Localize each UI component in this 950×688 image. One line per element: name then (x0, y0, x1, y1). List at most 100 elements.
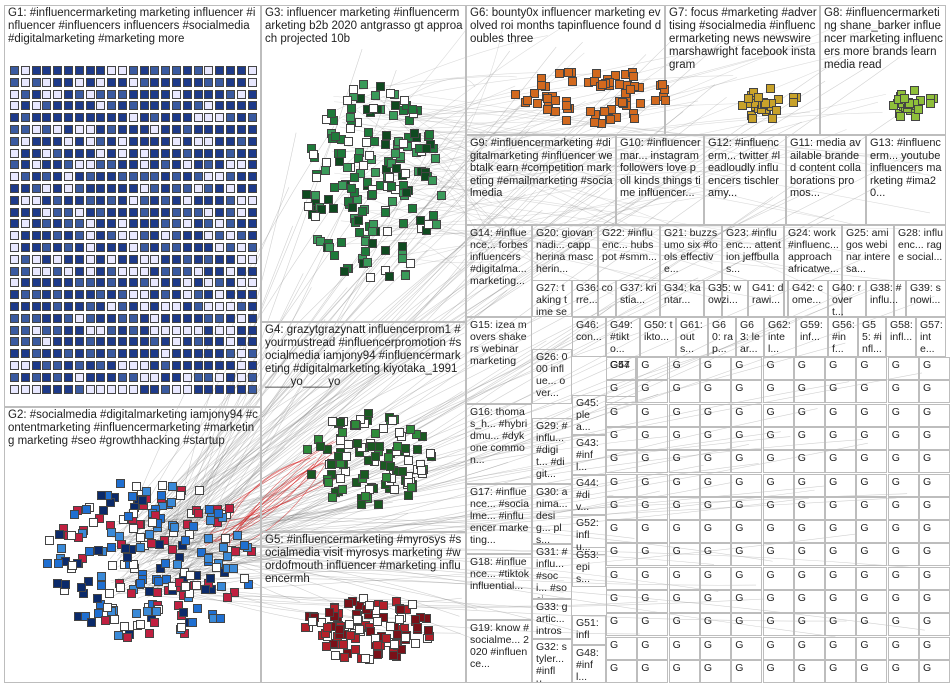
minor-group-cell[interactable]: G (606, 636, 637, 660)
g1-node[interactable] (85, 219, 95, 229)
g1-node[interactable] (172, 325, 181, 335)
minor-group-cell[interactable]: G (762, 613, 794, 637)
g3-node[interactable] (389, 110, 399, 120)
g2-node[interactable] (205, 505, 215, 515)
g1-node[interactable] (139, 113, 149, 123)
g1-node[interactable] (226, 195, 235, 205)
g1-node[interactable] (31, 313, 41, 323)
g1-node[interactable] (182, 313, 192, 323)
g2-node[interactable] (134, 519, 144, 529)
g1-node[interactable] (128, 89, 138, 99)
g1-node[interactable] (107, 195, 117, 205)
g1-node[interactable] (107, 219, 117, 229)
g1-node[interactable] (139, 136, 149, 146)
g1-node[interactable] (118, 66, 127, 75)
g5-node[interactable] (410, 639, 420, 649)
g4-node[interactable] (375, 441, 385, 451)
g1-node[interactable] (64, 384, 73, 394)
g1-node[interactable] (172, 361, 181, 370)
g1-node[interactable] (236, 254, 246, 264)
g1-node[interactable] (247, 337, 257, 347)
g5-node[interactable] (344, 619, 354, 629)
g1-node[interactable] (204, 372, 214, 382)
g4-node[interactable] (403, 456, 413, 466)
g5-node[interactable] (407, 600, 417, 610)
g1-node[interactable] (64, 89, 73, 99)
g1-node[interactable] (53, 290, 63, 300)
g3-node[interactable] (322, 115, 332, 125)
g1-node[interactable] (226, 219, 235, 229)
g1-node[interactable] (172, 290, 181, 300)
g1-node[interactable] (42, 372, 52, 382)
minor-group-cell[interactable]: G (762, 659, 794, 683)
minor-group-cell[interactable]: G (637, 450, 669, 474)
g1-node[interactable] (226, 113, 235, 123)
g1-node[interactable] (64, 172, 73, 182)
g5-node[interactable] (331, 651, 340, 661)
minor-group-cell[interactable]: G (699, 566, 731, 590)
g2-node[interactable] (43, 559, 53, 569)
g1-node[interactable] (204, 101, 214, 111)
g1-node[interactable] (150, 136, 160, 146)
g2-node[interactable] (107, 527, 117, 537)
g1-node[interactable] (53, 77, 63, 87)
g1-node[interactable] (226, 184, 235, 193)
g1-node[interactable] (172, 101, 181, 111)
minor-group-cell[interactable]: G (637, 613, 669, 637)
g1-node[interactable] (150, 243, 160, 252)
g1-node[interactable] (182, 77, 192, 87)
g1-node[interactable] (107, 136, 117, 146)
g1-node[interactable] (85, 243, 95, 252)
minor-group-cell[interactable]: G (919, 659, 950, 683)
g4-node[interactable] (395, 428, 405, 438)
g4-node[interactable] (344, 440, 354, 450)
g1-node[interactable] (150, 113, 160, 123)
g5-node[interactable] (339, 652, 349, 662)
minor-group-cell[interactable]: G (637, 543, 669, 567)
g2-node[interactable] (230, 546, 240, 556)
g1-node[interactable] (226, 384, 235, 394)
g1-node[interactable] (247, 254, 257, 264)
g1-node[interactable] (215, 243, 225, 252)
minor-group-cell[interactable]: G (637, 403, 669, 427)
g2-node[interactable] (120, 543, 130, 553)
minor-group-cell[interactable]: G (762, 380, 794, 404)
g2-node[interactable] (137, 496, 147, 506)
g1-node[interactable] (53, 101, 63, 111)
g3-node[interactable] (315, 237, 325, 247)
g4-node[interactable] (392, 441, 402, 451)
g1-node[interactable] (172, 231, 181, 241)
g1-node[interactable] (53, 136, 63, 146)
group-g34[interactable]: G34: kantar... (660, 280, 704, 317)
g2-node[interactable] (53, 558, 63, 568)
minor-group-cell[interactable]: G (856, 659, 888, 683)
g1-node[interactable] (172, 113, 181, 123)
g1-node[interactable] (53, 160, 63, 170)
g1-node[interactable] (215, 77, 225, 87)
g1-node[interactable] (139, 101, 149, 111)
g1-node[interactable] (42, 219, 52, 229)
g1-node[interactable] (226, 349, 235, 359)
g2-node[interactable] (97, 571, 107, 581)
g2-node[interactable] (109, 615, 119, 625)
g1-node[interactable] (226, 77, 235, 87)
group-g2[interactable]: G2: #socialmedia #digitalmarketing iamjo… (4, 407, 261, 683)
g2-node[interactable] (114, 631, 124, 641)
group-g29[interactable]: G29: #influ... #digit... #digit... (532, 418, 572, 484)
g2-node[interactable] (132, 608, 142, 618)
g3-node[interactable] (324, 195, 334, 205)
g1-node[interactable] (42, 349, 52, 359)
g4-node[interactable] (353, 439, 363, 449)
g2-node[interactable] (128, 524, 138, 534)
g1-node[interactable] (74, 361, 84, 370)
g1-node[interactable] (10, 278, 19, 288)
g3-node[interactable] (386, 158, 396, 168)
g1-node[interactable] (42, 184, 52, 193)
g1-node[interactable] (215, 266, 225, 276)
group-g37[interactable]: G37: kristia... (616, 280, 660, 317)
g6-node[interactable] (562, 100, 572, 110)
g1-node[interactable] (161, 101, 171, 111)
g1-node[interactable] (85, 384, 95, 394)
g1-node[interactable] (182, 113, 192, 123)
g7-node[interactable] (748, 113, 758, 123)
